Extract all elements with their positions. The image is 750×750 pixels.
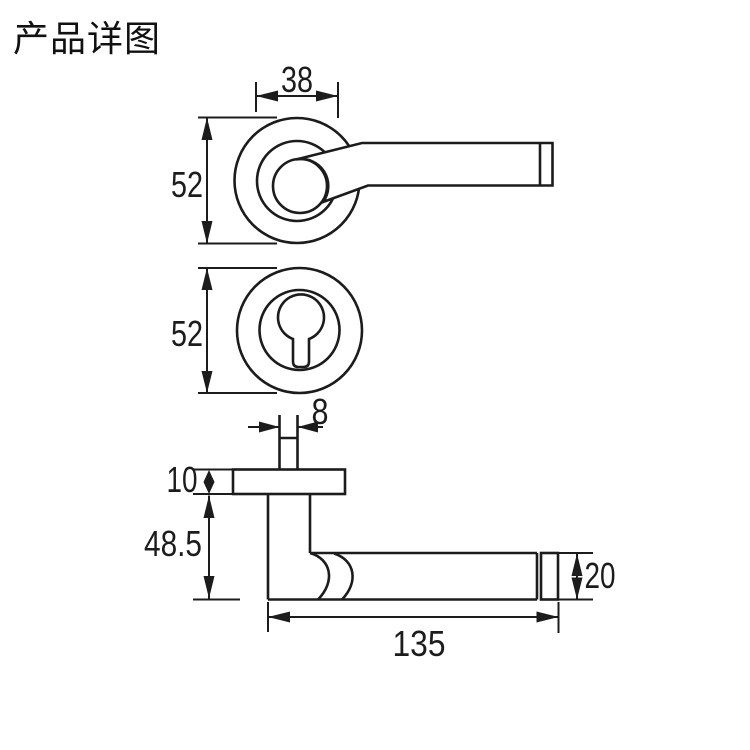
- elbow-curve-inner: [309, 551, 331, 601]
- dimension-spindle: 8: [248, 391, 329, 433]
- arrowhead-up: [203, 495, 215, 518]
- euro-keyhole: [276, 293, 326, 369]
- elbow-curve-outer: [333, 552, 354, 601]
- dimension-length: 135: [267, 602, 560, 664]
- handle-profile: [266, 494, 539, 601]
- side-view: 8 10 48.5 20: [144, 391, 616, 664]
- dim-label-38: 38: [281, 59, 313, 100]
- grip-end-cap: [539, 551, 560, 601]
- escutcheon-inner-circle: [258, 288, 341, 372]
- escutcheon-view: 52: [171, 266, 364, 395]
- dim-label-10: 10: [167, 459, 198, 500]
- dimension-rose-boss: 38: [255, 59, 339, 118]
- spindle: [278, 415, 299, 469]
- dim-label-52-front: 52: [171, 164, 203, 205]
- dimension-escutcheon: 52: [171, 267, 277, 394]
- arrowhead-left: [256, 90, 278, 102]
- arrowhead-down: [201, 221, 213, 244]
- dim-label-135: 135: [393, 623, 446, 664]
- page-title: 产品详图: [13, 18, 162, 59]
- arrowhead-up: [571, 553, 583, 576]
- dimension-rose-thickness: 10: [167, 459, 245, 500]
- arrowhead-down: [201, 371, 213, 393]
- arrowhead-right: [259, 421, 280, 433]
- arrowhead-down: [203, 576, 215, 599]
- arrow-diamond: [203, 470, 215, 494]
- arrowhead-up: [201, 268, 213, 290]
- front-view: 38 52: [171, 59, 554, 245]
- arrowhead-up: [201, 117, 213, 140]
- dim-label-52-escutcheon: 52: [171, 313, 203, 354]
- dim-label-8: 8: [312, 391, 329, 432]
- arrowhead-right: [316, 90, 338, 102]
- rose-plate: [231, 468, 347, 496]
- arrowhead-down: [571, 577, 583, 600]
- dimension-rose-front: 52: [171, 116, 277, 245]
- arrowhead-right: [536, 611, 559, 623]
- dimension-neck-height: 48.5: [144, 495, 240, 601]
- escutcheon-outer-circle: [235, 266, 364, 395]
- dimension-grip: 20: [558, 552, 616, 601]
- dim-label-48-5: 48.5: [144, 523, 202, 564]
- dim-label-20: 20: [585, 555, 616, 596]
- arrowhead-left: [297, 421, 318, 433]
- arrowhead-left: [268, 611, 290, 623]
- lever-arm: [295, 141, 554, 205]
